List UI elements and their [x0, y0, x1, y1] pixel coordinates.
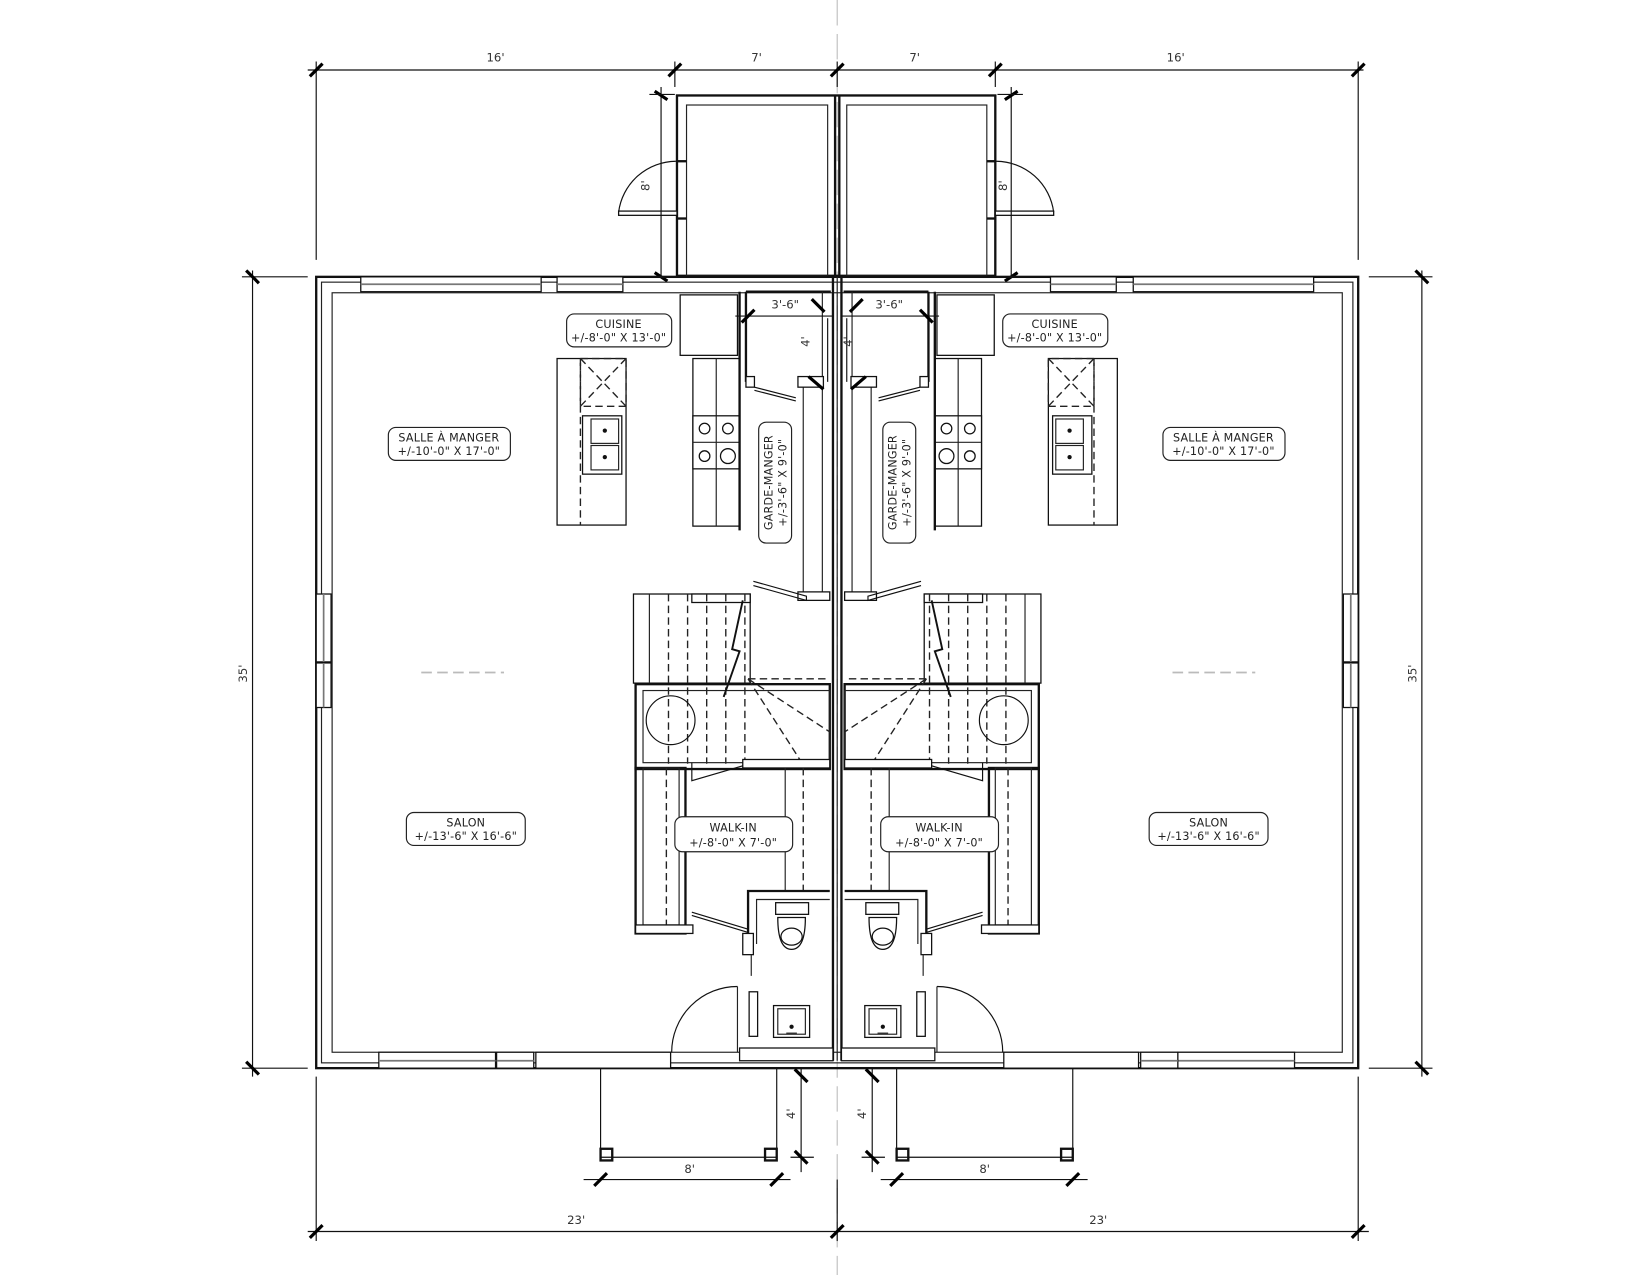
svg-text:GARDE-MANGER: GARDE-MANGER — [887, 435, 900, 530]
dim-rear-right: 8' — [996, 180, 1010, 191]
svg-text:+/-8'-0" X 7'-0": +/-8'-0" X 7'-0" — [895, 836, 983, 849]
top-dimension-line: 16' 7' 7' 16' — [307, 51, 1366, 260]
dim-closet-depth-right: 4' — [841, 336, 855, 347]
label-salle-a-manger-right: SALLE À MANGER +/-10'-0" X 17'-0" — [1162, 426, 1286, 461]
dim-bottom-left: 23' — [567, 1213, 585, 1227]
svg-text:SALON: SALON — [446, 816, 485, 829]
dim-porch-depth-right: 4' — [855, 1108, 869, 1119]
dim-porch-width-left: 8' — [684, 1162, 695, 1176]
dim-top-3: 7' — [909, 51, 920, 65]
dim-top-2: 7' — [751, 51, 762, 65]
label-walk-in-right: WALK-IN +/-8'-0" X 7'-0" — [880, 816, 1000, 853]
dim-porch-width-right: 8' — [979, 1162, 990, 1176]
exterior-walls — [315, 275, 1360, 1070]
svg-text:SALLE À MANGER: SALLE À MANGER — [398, 431, 499, 444]
svg-text:+/-10'-0" X 17'-0": +/-10'-0" X 17'-0" — [1172, 445, 1274, 458]
svg-text:+/-10'-0" X 17'-0": +/-10'-0" X 17'-0" — [398, 445, 500, 458]
dim-top-4: 16' — [1167, 51, 1185, 65]
left-unit-powder-room — [671, 889, 834, 1062]
label-cuisine-right: CUISINE +/-8'-0" X 13'-0" — [1002, 313, 1109, 348]
right-unit-mirror — [840, 290, 1118, 1062]
svg-text:+/-8'-0" X 13'-0": +/-8'-0" X 13'-0" — [571, 332, 666, 345]
svg-text:WALK-IN: WALK-IN — [915, 822, 962, 835]
dim-closet-left: 3'-6" — [771, 298, 799, 312]
svg-text:GARDE-MANGER: GARDE-MANGER — [762, 435, 775, 530]
right-unit-kitchen — [934, 294, 1118, 527]
label-salle-a-manger-left: SALLE À MANGER +/-10'-0" X 17'-0" — [387, 426, 511, 461]
dim-rear-left: 8' — [638, 180, 652, 191]
label-garde-manger-right: GARDE-MANGER +/-3'-6" X 9'-0" — [882, 421, 917, 544]
dim-closet-right: 3'-6" — [875, 298, 903, 312]
label-garde-manger-left: GARDE-MANGER +/-3'-6" X 9'-0" — [758, 421, 793, 544]
left-dimension-line: 35' — [236, 269, 308, 1077]
svg-text:+/-13'-6" X 16'-6": +/-13'-6" X 16'-6" — [415, 830, 517, 843]
dim-closet-depth-left: 4' — [799, 336, 813, 347]
svg-text:SALLE À MANGER: SALLE À MANGER — [1173, 431, 1274, 444]
svg-text:WALK-IN: WALK-IN — [709, 822, 756, 835]
svg-text:+/-13'-6" X 16'-6": +/-13'-6" X 16'-6" — [1157, 830, 1259, 843]
label-salon-left: SALON +/-13'-6" X 16'-6" — [405, 811, 526, 846]
label-cuisine-left: CUISINE +/-8'-0" X 13'-0" — [566, 313, 673, 348]
svg-text:+/-3'-6" X 9'-0": +/-3'-6" X 9'-0" — [900, 439, 913, 527]
dim-bottom-right: 23' — [1089, 1213, 1107, 1227]
dim-porch-depth-left: 4' — [784, 1108, 798, 1119]
right-unit-stairs — [843, 580, 1042, 782]
svg-text:CUISINE: CUISINE — [1032, 318, 1078, 331]
svg-text:+/-8'-0" X 13'-0": +/-8'-0" X 13'-0" — [1007, 332, 1102, 345]
svg-text:SALON: SALON — [1189, 816, 1228, 829]
svg-text:CUISINE: CUISINE — [595, 318, 641, 331]
front-porches: 8' 8' 4' 4' — [583, 1068, 1088, 1188]
left-unit-kitchen — [556, 294, 741, 527]
label-walk-in-left: WALK-IN +/-8'-0" X 7'-0" — [674, 816, 794, 853]
label-salon-right: SALON +/-13'-6" X 16'-6" — [1148, 811, 1269, 846]
dim-left: 35' — [236, 665, 250, 683]
left-unit-stairs — [632, 580, 831, 782]
bottom-dimension-line: 23' 23' — [307, 1076, 1369, 1242]
svg-text:+/-3'-6" X 9'-0": +/-3'-6" X 9'-0" — [776, 439, 789, 527]
dim-right: 35' — [1406, 665, 1420, 683]
svg-text:+/-8'-0" X 7'-0": +/-8'-0" X 7'-0" — [689, 836, 777, 849]
right-unit-powder-room — [840, 889, 1004, 1062]
dim-top-1: 16' — [487, 51, 505, 65]
right-dimension-line: 35' — [1368, 269, 1433, 1077]
rear-landings: 8' 8' — [617, 86, 1055, 283]
right-unit-pantry — [841, 290, 940, 602]
left-unit-pantry: 3'-6" 4' — [735, 290, 833, 602]
